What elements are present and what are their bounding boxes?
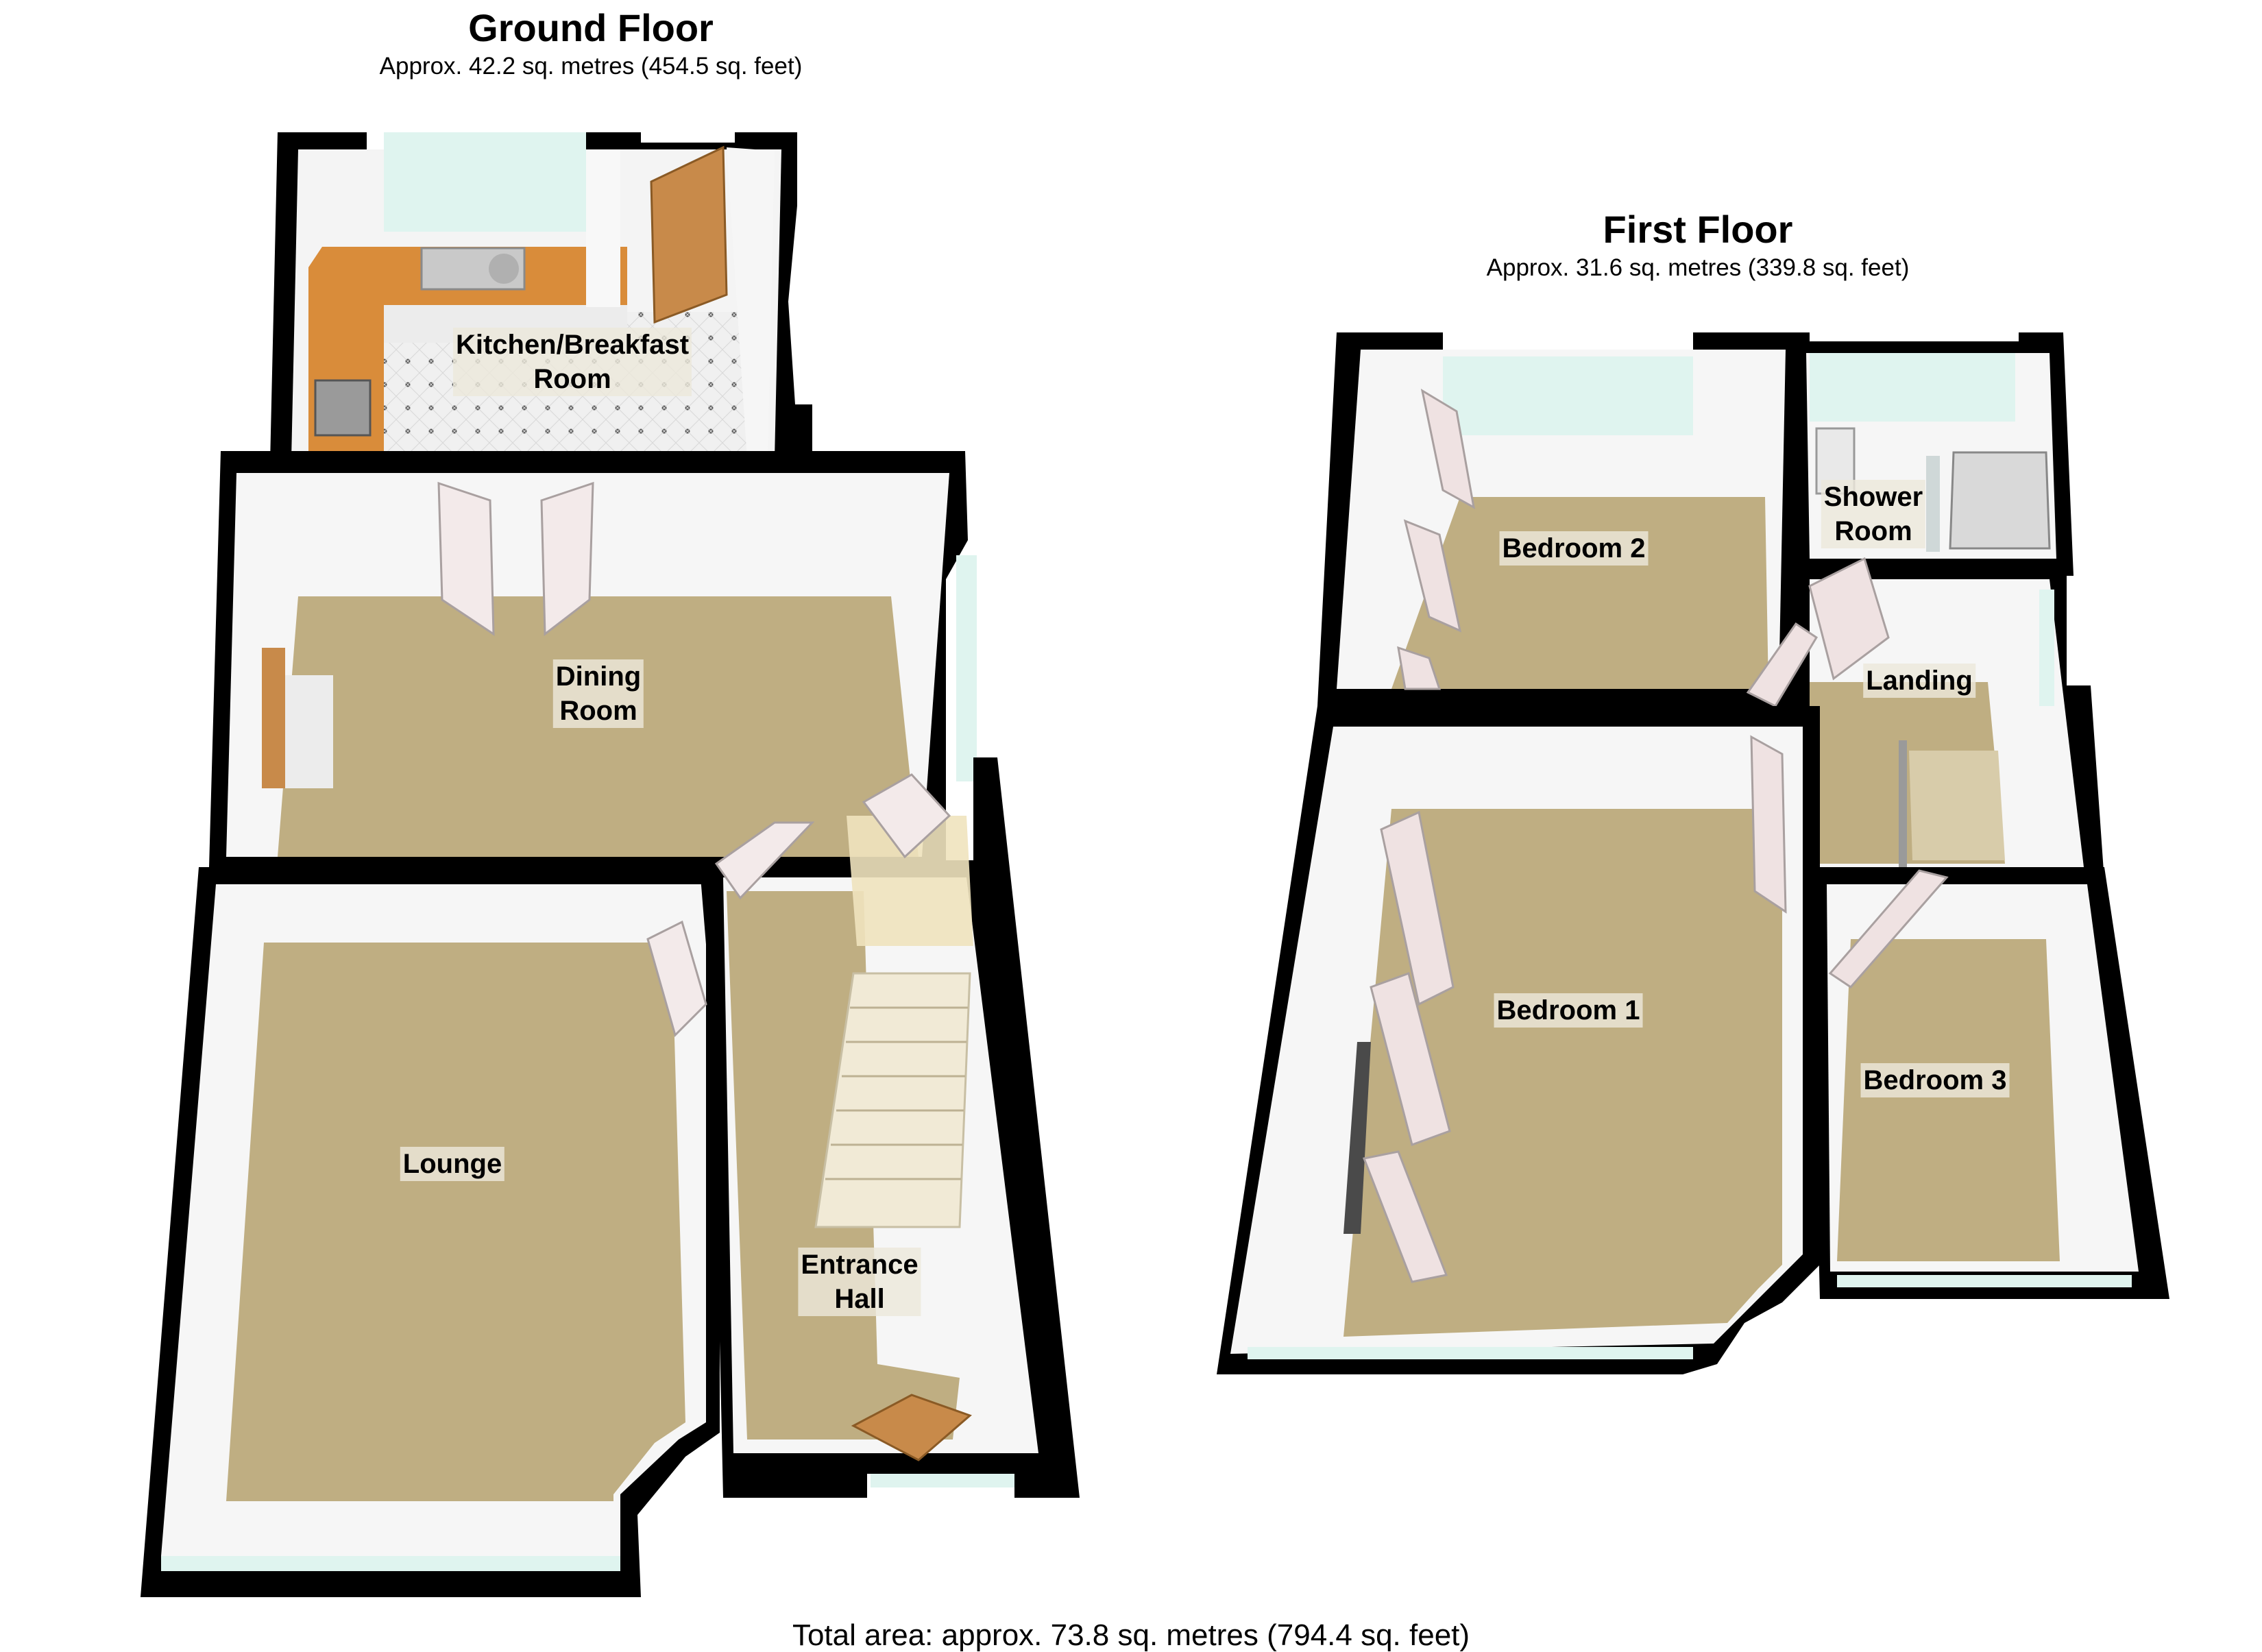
front-door-glazing [871,1474,1014,1487]
staircase [814,972,971,1228]
lounge-area [141,867,720,1597]
back-door [650,145,728,324]
ground-floor-area: Approx. 42.2 sq. metres (454.5 sq. feet) [379,53,803,80]
room-label-bedroom-3: Bedroom 3 [1860,1063,2010,1097]
wardrobe-door-2 [1403,519,1462,633]
bedroom-2-window [1443,356,1693,435]
landing-stair-opening [1909,751,2005,860]
wardrobe-door-3 [1397,646,1442,690]
bedroom-1-bay-window [1248,1347,1693,1359]
lounge-door [646,920,707,1037]
ground-floor-title: Ground Floor [468,6,714,49]
shower-room-window [1810,353,2015,422]
kitchen-area [270,132,812,463]
bedroom-3-window [1837,1275,2132,1287]
bedroom-1-area [1217,706,1820,1374]
room-label-bedroom-1: Bedroom 1 [1494,993,1643,1028]
landing-area [1746,557,2104,881]
kitchen-hob [314,379,372,437]
sideboard-top [285,675,333,788]
room-label-lounge: Lounge [400,1147,505,1181]
hall-door-to-dining [714,821,815,900]
shower-screen [1926,456,1940,552]
first-floor-title: First Floor [1603,208,1793,251]
sideboard [262,648,285,788]
wardrobe-door-1 [1420,388,1476,509]
bedroom-2-area [1317,332,1810,706]
room-label-entrance-hall: Entrance Hall [798,1248,921,1316]
wardrobe-door-c [1362,1150,1448,1283]
built-in-wardrobe [1343,1042,1371,1234]
entrance-hall-area [699,757,1080,1498]
room-label-kitchen: Kitchen/Breakfast Room [452,328,692,396]
bedroom-3-carpet [1837,939,2060,1261]
shower-enclosure [1949,451,2051,550]
bedroom-1-door [1750,735,1787,914]
bedroom-3-door [1828,869,1949,988]
room-label-bedroom-2: Bedroom 2 [1499,531,1649,566]
dining-room-area [209,451,977,867]
landing-window [2039,590,2054,706]
understairs-cupboard [847,816,973,946]
lounge-bay-window [161,1556,620,1571]
total-area-caption: Total area: approx. 73.8 sq. metres (794… [792,1618,1470,1652]
double-door-left [437,481,495,636]
bedroom-2-door [1746,622,1819,707]
banister [1899,740,1907,877]
kitchen-worktop [308,247,627,459]
dining-room-window [956,555,977,781]
room-label-dining-room: Dining Room [552,659,644,728]
shower-room-door [1808,557,1890,681]
kitchen-side-wall [727,147,775,459]
stair-treads [825,1006,968,1180]
front-door [851,1394,972,1461]
kitchen-window [384,132,586,232]
cupboard-door [862,773,951,859]
first-floor-area: Approx. 31.6 sq. metres (339.8 sq. feet) [1486,254,1910,281]
bedroom-1-carpet [1343,809,1782,1337]
wardrobe-door-a [1380,810,1455,1006]
kitchen-pillar [586,149,620,307]
room-label-shower-room: Shower Room [1821,480,1926,548]
bedroom-2-carpet [1391,497,1768,689]
ground-floor-plan [141,132,1080,1597]
double-door-right [540,481,594,636]
wardrobe-door-b [1370,972,1451,1146]
sink-bowl [489,254,519,284]
room-label-landing: Landing [1863,664,1975,698]
lounge-carpet [226,943,685,1501]
first-floor-plan [1217,332,2169,1374]
